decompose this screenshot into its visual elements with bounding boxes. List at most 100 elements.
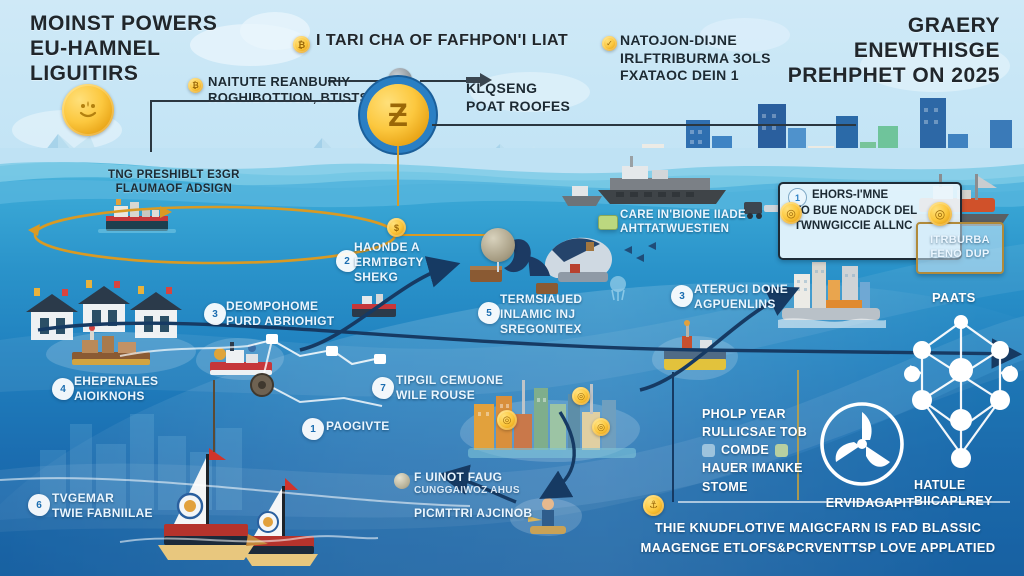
small-gold-panel-line-2: FENO DUP [930,247,990,260]
stats-line-4: HAUER IMANKE [702,461,803,476]
gold-rule-right [398,234,508,236]
header-top-right: GRAERY ENEWTHISGE PREHPHET ON 2025 [788,14,1000,88]
small-boat-icon [352,294,396,317]
callout-funnel-line-2: CUNGGAIWOZ AHUS [414,485,520,496]
callout-funnel: F UINOT FAUG CUNGGAIWOZ AHUS PICMTTRI AJ… [414,470,532,521]
marker-embassy-num: 2 [344,255,350,267]
twin-sailboat-icon [158,448,318,566]
footer-line-1: THIE KNUDFLOTIVE MAIGCFARN IS FAD BLASSI… [654,520,982,535]
marker-paogivte: 1 [302,418,324,440]
marker-paogivte-num: 1 [310,423,316,435]
header-top-left-line-2: EU-HAMNEL [30,36,161,60]
callout-tipgil-line-2: WILE ROUSE [396,388,476,402]
small-gold-panel-text: ITRBURBA FENO DUP [918,234,1002,262]
header-top-left-line-1: MOINST POWERS [30,12,218,35]
cargo-ship-upper-left [98,199,176,233]
hero-coin-icon: Ƶ [367,84,429,146]
callout-intl: ATERUCI DONE AGPUENLINS [694,282,788,312]
funnel-bullet-icon [394,473,410,489]
center-title: I TARI CHA OF FAFHPON'I LIAT [316,32,569,49]
timeline-rule-right [420,80,472,82]
callout-team-line-3: SREGONITEX [500,322,582,336]
callout-ship-audit: TNG PRESHIBLT E3GR FLAUMAOF ADSIGN [108,168,240,197]
callout-paogivte-line-1: PAOGIVTE [326,419,390,433]
oil-rig-icon [664,320,726,370]
harbor-coin-icon: ◎ [780,202,802,224]
callout-care-line-1: CARE IN'BIONE IIADE [620,209,747,221]
stats-line-2: RULLICSAE TOB [702,425,808,440]
footer-line-2: MAAGENGE ETLOFS&PCRVENTTSP LOVE APPLATIE… [640,539,996,555]
label-right-of-coin: KLQSENG POAT ROOFES [466,80,570,115]
vertical-stake-right [672,372,674,502]
small-gold-panel-line-1: ITRBURBA [930,234,990,246]
navy-ship-icon [598,156,726,204]
callout-paogivte: PAOGIVTE [326,419,390,434]
floating-city-barge-icon [778,262,886,328]
footer-anchor-coin-icon: ⚓ [643,495,664,516]
callout-funnel-line-3: PICMTTRI AJCINOB [414,505,533,520]
footer-text: THIE KNUDFLOTIVE MAIGCFARN IS FAD BLASSI… [620,518,1016,557]
smiley-face-icon [79,101,97,118]
marker-twefabr: 6 [28,494,50,516]
callout-embassy-line-2: ERMTBGTY [354,255,424,269]
label-city-block-line-3: FXATAOC DEIN 1 [620,67,739,83]
bracket-rule-down [150,100,152,152]
info-box-marker-num: 1 [794,192,800,203]
callout-embassy-line-1: HAONDE A [354,240,420,254]
label-left-of-coin-line-2: ROGHIBOTTION, BTISTS [208,90,369,106]
seabed-coin-icon-2: ◎ [572,387,590,405]
stats-line-3-row: COMDE [702,441,807,459]
small-gold-panel[interactable]: ITRBURBA FENO DUP [916,222,1004,274]
hero-coin-stem [397,146,399,206]
callout-team-line-1: TERMSIAUED [500,292,583,306]
stats-chip-right-icon [775,443,789,457]
marker-team: 5 [478,302,500,324]
kidney-badge-stem [497,262,499,272]
stats-line-1: PHOLP YEAR [702,407,786,421]
network-caption-line-1: HATULE [914,478,966,492]
islet-industrial [460,400,640,462]
network-caption: HATULE BIICAPLREY [914,478,993,509]
islet-tug [196,338,284,380]
callout-intl-line-1: ATERUCI DONE [694,282,789,296]
header-top-right-line-1: GRAERY [907,14,1000,37]
callout-funnel-line-1: F UINOT FAUG [414,470,503,484]
label-right-of-coin-line-2: POAT ROOFES [466,97,571,114]
header-top-left-line-3: LIGUITIRS [30,61,139,85]
orbit-node-coin: $ [387,218,406,237]
marker-tipgil-num: 7 [380,382,386,394]
callout-intl-line-2: AGPUENLINS [694,297,776,311]
tug-boat-icon [210,342,272,375]
label-city-block: NATOJON-DIJNE IRLFTRIBURMA 3OLS FXATAOC … [620,32,771,85]
callout-care: CARE IN'BIONE IIADE AHTTATWUESTIEN [620,208,746,237]
marker-team-num: 5 [486,307,492,319]
marker-devhome: 3 [204,303,226,325]
sea-sprite-icons [610,276,626,301]
environment-label: ERVIDAGAPIT [825,496,915,510]
marker-empenales-num: 4 [60,383,66,395]
city-label-bullet-coin: ✓ [602,36,617,51]
crate-icon [470,266,502,282]
marker-empenales: 4 [52,378,74,400]
callout-twefabr: TVGEMAR TWIE FABNIILAE [52,491,153,521]
callout-empenales-line-1: EHEPENALES [74,374,159,388]
bracket-rule-right [432,124,856,126]
marker-tipgil: 7 [372,377,394,399]
callout-ship-audit-line-2: FLAUMAOF ADSIGN [115,183,233,196]
islet-rig [652,336,738,380]
label-left-of-coin-line-1: NAITUTE REANBURIY [208,74,351,89]
panel-side-coin-icon: ◎ [928,202,952,226]
info-box-line-1: EHORS-I'MNE [812,189,889,201]
info-box-line-3: TWNWGICCIE ALLNC [794,220,913,233]
callout-empenales: EHEPENALES AIOIKNOHS [74,374,158,404]
network-top-label: PAATS [932,290,976,305]
industrial-barge-icon [72,325,150,365]
info-box-text: EHORS-I'MNE TO BUE NOADCK DEL TWNWGICCIE… [794,189,952,235]
propeller-icon [820,402,904,486]
callout-tipgil: TIPGIL CEMUONE WILE ROUSE [396,373,503,403]
marker-intl-num: 3 [679,290,685,302]
callout-empenales-line-2: AIOIKNOHS [74,389,145,403]
seabed-coin-icon: ◎ [497,410,517,430]
callout-team-line-2: INLAMIC INJ [500,307,576,321]
